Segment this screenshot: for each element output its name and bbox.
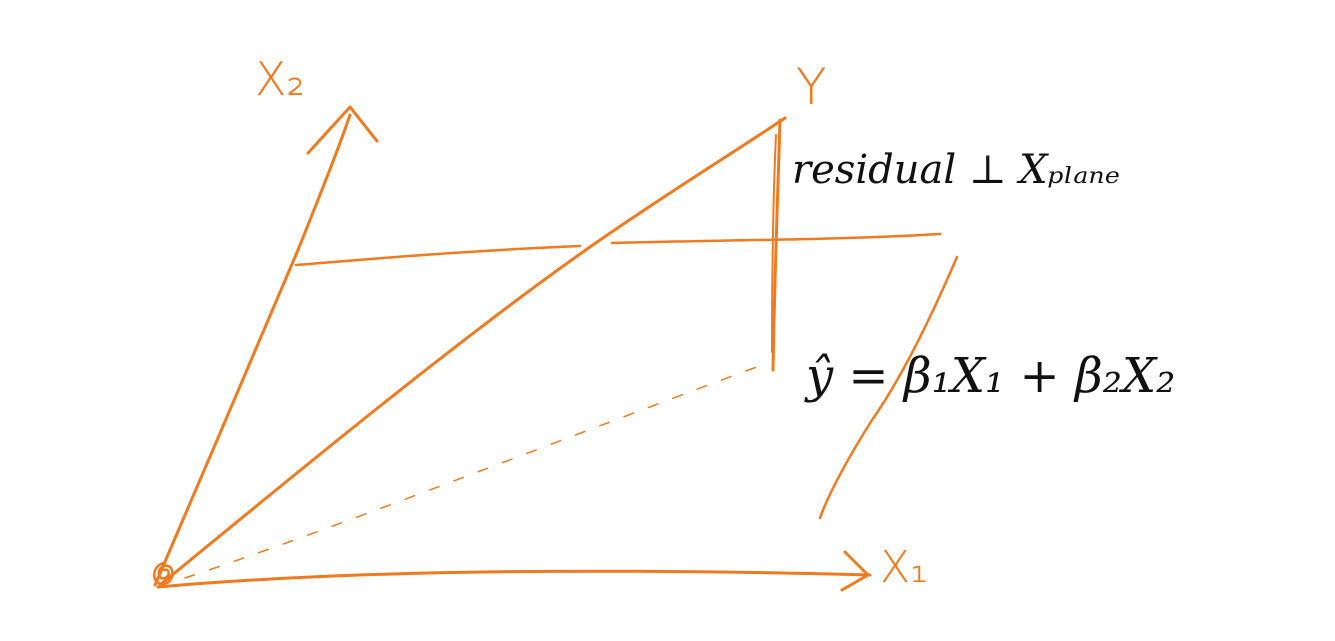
x2-axis-arrowhead bbox=[306, 105, 379, 155]
plane-edge-slant bbox=[818, 255, 959, 520]
x1-axis-label: X₁ bbox=[880, 542, 928, 593]
projection-dashed-line bbox=[184, 361, 771, 579]
yhat-equation: ŷ = β₁X₁ + β₂X₂ bbox=[806, 348, 1176, 404]
x1-axis-arrowhead bbox=[840, 550, 870, 592]
x2-axis-label: X₂ bbox=[255, 52, 305, 106]
plane-edge-right bbox=[610, 232, 942, 245]
residual-line-stroke2 bbox=[771, 134, 777, 353]
residual-line bbox=[771, 118, 782, 372]
residual-annotation: residual ⊥ Xₚₗₐₙₑ bbox=[792, 147, 1121, 193]
origin-mark bbox=[153, 561, 174, 586]
y-vector-label: Y bbox=[796, 58, 827, 116]
y-vector-line bbox=[158, 116, 787, 587]
x2-axis-line bbox=[153, 113, 352, 587]
plane-edge-left bbox=[294, 244, 582, 267]
x1-axis-line bbox=[156, 569, 872, 589]
